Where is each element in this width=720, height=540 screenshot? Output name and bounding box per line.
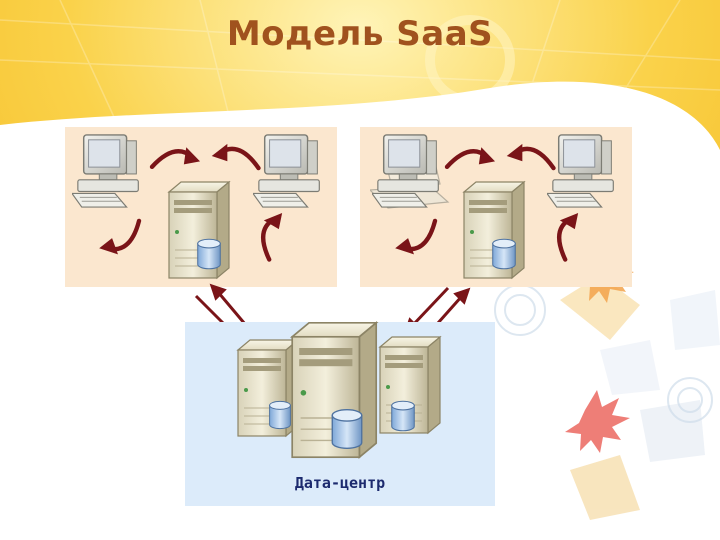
slide-title: Модель SaaS bbox=[226, 14, 494, 54]
client-group-right bbox=[360, 127, 632, 287]
datacenter-group bbox=[185, 321, 495, 506]
database-cylinder-icon bbox=[269, 400, 291, 430]
database-cylinder-icon bbox=[331, 409, 363, 449]
database-cylinder-icon bbox=[197, 238, 221, 270]
client-group-left bbox=[65, 127, 337, 287]
datacenter-label: Дата-центр bbox=[294, 474, 386, 492]
database-cylinder-icon bbox=[391, 400, 415, 432]
database-cylinder-icon bbox=[492, 238, 516, 270]
